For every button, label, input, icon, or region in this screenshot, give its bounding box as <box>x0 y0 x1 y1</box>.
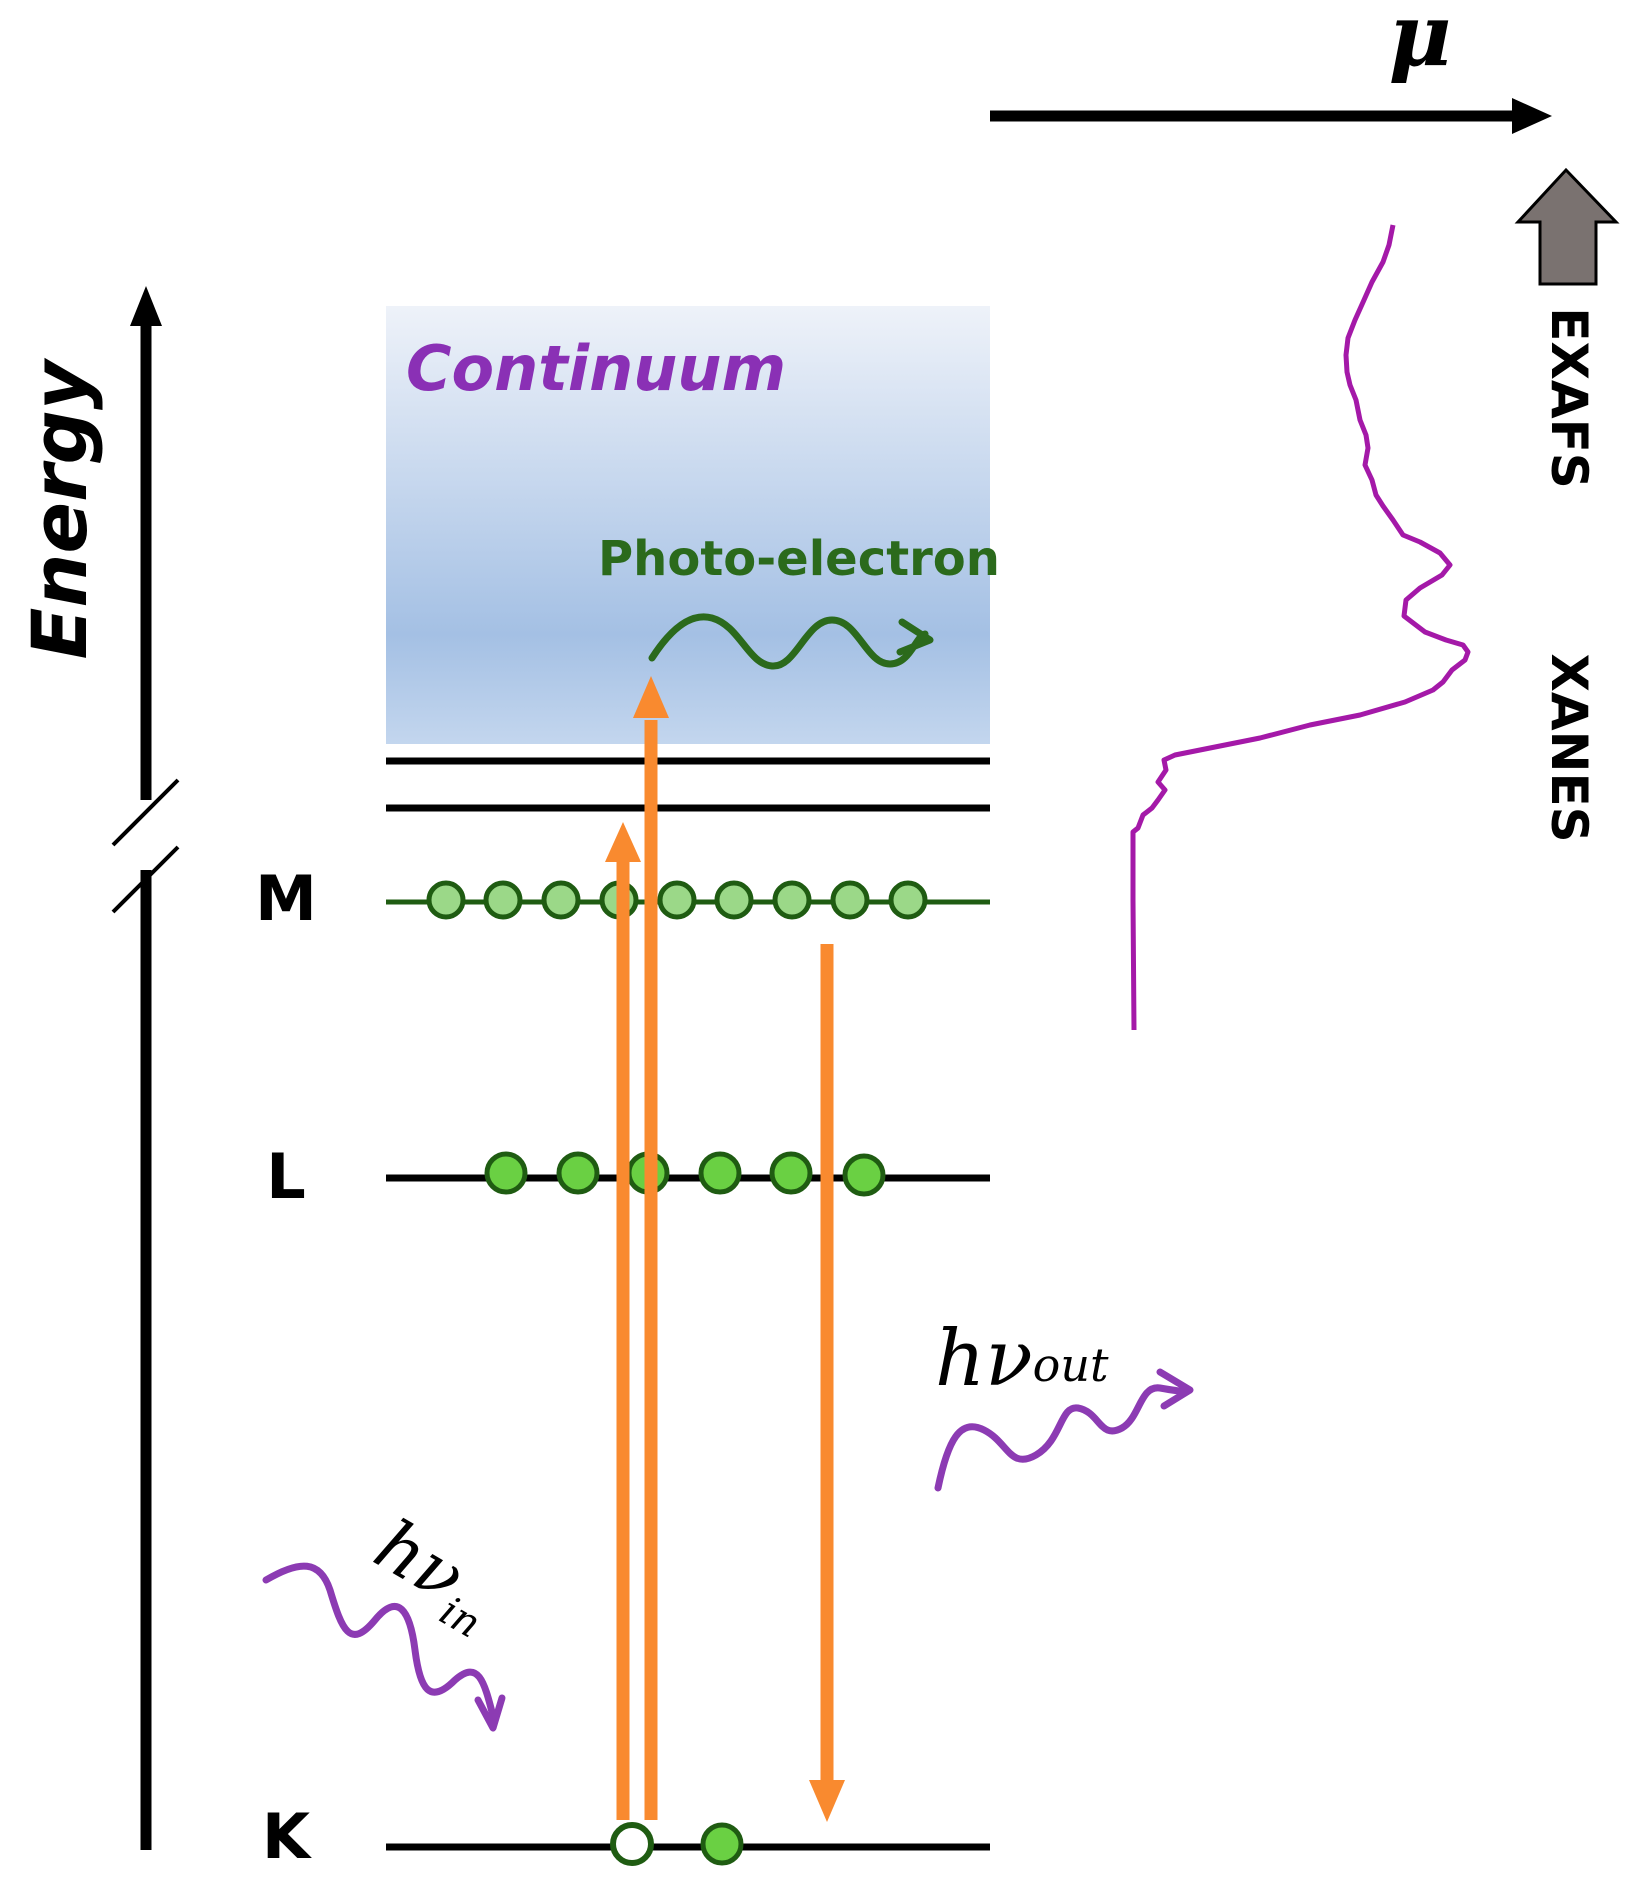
electron <box>541 880 581 920</box>
level-label-m: M <box>255 862 317 935</box>
energy-axis-label: Energy <box>15 357 104 659</box>
level-label-l: L <box>266 1140 306 1213</box>
electrons-k <box>610 1822 744 1866</box>
electron <box>657 880 697 920</box>
transition-arrows <box>605 676 845 1822</box>
absorption-spectrum-curve <box>1130 224 1471 1031</box>
incoming-photon <box>262 1562 506 1732</box>
mu-axis-arrowhead <box>1512 98 1552 134</box>
incoming-photon-arrowhead <box>474 1694 506 1732</box>
electrons-m <box>426 880 928 920</box>
excitation-arrowhead <box>633 676 669 718</box>
outgoing-photon-label: hνout <box>935 1314 1109 1404</box>
level-label-k: K <box>262 1800 312 1873</box>
electron <box>830 880 870 920</box>
energy-axis-arrowhead <box>130 286 162 326</box>
electron <box>426 880 466 920</box>
electron <box>556 1151 600 1195</box>
electron <box>484 1151 528 1195</box>
electron <box>698 1151 742 1195</box>
electron <box>772 880 812 920</box>
photoelectron-wave <box>648 613 934 670</box>
photoelectron-label: Photo-electron <box>598 531 1000 587</box>
electron <box>888 880 928 920</box>
electron <box>714 880 754 920</box>
electron <box>769 1151 813 1195</box>
svg-text:hνin: hνin <box>356 1504 512 1648</box>
continuum-region <box>386 306 990 744</box>
photoelectron-arrowhead <box>896 618 934 656</box>
planck-h: h <box>935 1314 985 1404</box>
mu-axis <box>990 98 1552 134</box>
mu-axis-label: μ <box>1389 0 1452 86</box>
energy-axis <box>111 286 180 1850</box>
electron <box>842 1153 886 1197</box>
relaxation-arrowhead <box>809 1780 845 1822</box>
axis-break-mark <box>111 778 180 847</box>
edge-direction-arrow <box>1514 167 1620 286</box>
electron <box>483 880 523 920</box>
exafs-label: EXAFS <box>1540 307 1598 489</box>
frequency-nu: ν <box>985 1314 1032 1404</box>
incoming-photon-label: hνin <box>356 1504 512 1648</box>
excitation-arrowhead <box>605 822 641 862</box>
outgoing-photon-arrowhead <box>1156 1368 1194 1410</box>
outgoing-subscript: out <box>1033 1338 1109 1392</box>
core-hole <box>610 1822 654 1866</box>
outgoing-photon <box>934 1368 1194 1492</box>
continuum-label: Continuum <box>406 332 786 405</box>
axis-break-mark <box>111 845 180 914</box>
electron <box>700 1822 744 1866</box>
xanes-label: XANES <box>1540 653 1598 842</box>
